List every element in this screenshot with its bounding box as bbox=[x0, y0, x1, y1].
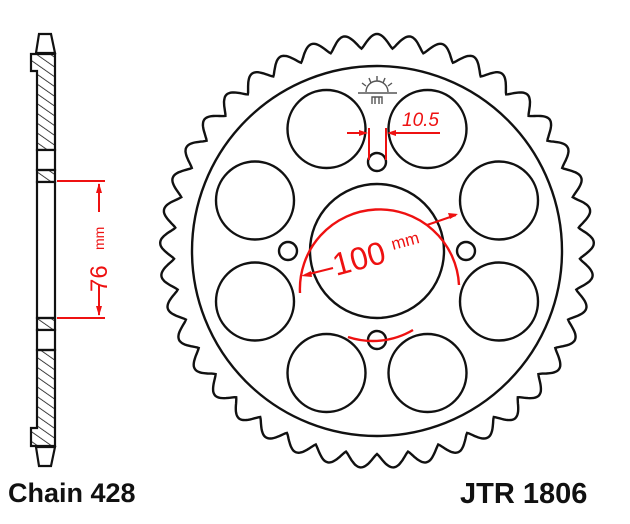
side-section-view bbox=[29, 32, 57, 468]
dimension-76-unit: mm bbox=[91, 227, 107, 250]
bolt-hole-value: 10.5 bbox=[402, 110, 439, 131]
hub-section bbox=[35, 180, 57, 320]
lightening-holes bbox=[214, 88, 540, 414]
lightening-hole bbox=[458, 160, 540, 241]
lightening-hole bbox=[458, 261, 540, 342]
lightening-hole bbox=[214, 160, 296, 241]
hatched-body-bottom bbox=[29, 348, 57, 448]
lightening-hole bbox=[214, 261, 296, 342]
lightening-hole bbox=[286, 88, 367, 170]
tooth-tip-bottom bbox=[34, 445, 57, 468]
lightening-hole bbox=[387, 332, 468, 414]
lightening-hole bbox=[387, 88, 468, 170]
bolt-hole bbox=[366, 151, 388, 173]
dimension-100mm: 100 mm bbox=[298, 208, 461, 343]
tooth-profile bbox=[158, 32, 596, 469]
inner-ring bbox=[190, 64, 564, 438]
bolt-hole bbox=[455, 240, 477, 262]
chain-size-label: Chain 428 bbox=[8, 478, 136, 508]
bolt-hole bbox=[277, 240, 299, 262]
sprocket-front-view bbox=[158, 32, 596, 469]
hatched-body-top bbox=[29, 52, 57, 152]
part-number-label: JTR 1806 bbox=[460, 478, 588, 510]
bolt-circle-value: 100 bbox=[328, 234, 389, 283]
dimension-76mm: 76 mm bbox=[57, 180, 113, 319]
tooth-tip-top bbox=[34, 32, 57, 55]
jt-logo-icon bbox=[358, 76, 397, 104]
bolt-circle-unit: mm bbox=[389, 228, 421, 254]
lightening-hole bbox=[286, 332, 367, 414]
dimension-10-5: 10.5 bbox=[347, 110, 440, 160]
dimension-76-value: 76 bbox=[86, 265, 113, 292]
